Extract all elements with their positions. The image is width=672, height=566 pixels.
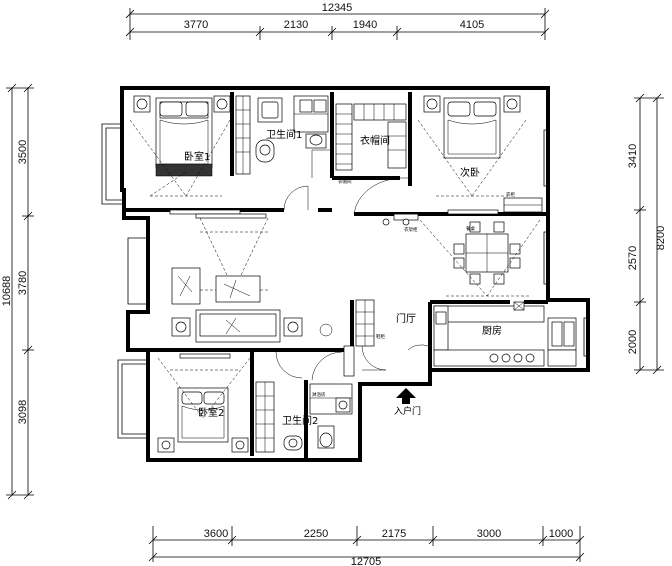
dim-right-total: 8200 (655, 226, 667, 250)
entrance-label: 入户门 (394, 405, 421, 417)
dim-right-seg-2: 2570 (627, 246, 639, 270)
room-label-foyer: 门厅 (396, 312, 416, 325)
dim-bottom-seg-5: 1000 (549, 528, 573, 540)
closet: 衣帽间 衣帽间 (335, 103, 410, 215)
bedroom-1: 卧室1 (129, 95, 241, 215)
entrance-arrow-icon (396, 388, 416, 404)
living-room: 衣架柜 餐桌 (171, 213, 541, 343)
foyer: 鞋柜 门厅 (343, 299, 429, 377)
room-label-bathroom-2: 卫生间2 (282, 414, 318, 427)
dim-top-seg-1: 3770 (184, 19, 208, 31)
bathroom-1: 卫生间1 (235, 95, 330, 211)
room-label-bedroom-1: 卧室1 (184, 150, 210, 163)
dimension-top: 12345 3770 2130 1940 4105 (125, 2, 550, 40)
dimension-bottom: 3600 2250 2175 3000 1000 12705 (148, 526, 585, 566)
closet-small-label: 衣帽间 (338, 178, 352, 185)
dim-bottom-seg-1: 3600 (204, 528, 228, 540)
bathroom-2: 淋浴房 卫生间2 (282, 351, 353, 451)
dim-bottom-seg-2: 2250 (304, 528, 328, 540)
walls (101, 86, 590, 462)
bedroom-2: 卧室2 (157, 351, 303, 453)
dim-top-total: 12345 (322, 2, 353, 14)
bathroom-2-small-label: 淋浴房 (312, 391, 326, 398)
room-label-bedroom-2: 卧室2 (198, 406, 224, 419)
dim-bottom-seg-4: 3000 (477, 528, 501, 540)
room-label-second-bedroom: 次卧 (460, 166, 480, 179)
dimension-left: 10688 3500 3780 3098 (1, 83, 34, 500)
room-label-kitchen: 厨房 (482, 324, 502, 337)
kitchen: 厨房 (433, 301, 577, 367)
dim-top-seg-2: 2130 (284, 19, 308, 31)
foyer-cabinet-label: 鞋柜 (376, 333, 385, 340)
dim-left-seg-3: 3098 (17, 400, 29, 424)
second-bedroom: 衣柜 次卧 (417, 95, 543, 215)
dimension-right: 3410 2570 2000 8200 (627, 93, 667, 375)
room-label-closet: 衣帽间 (360, 134, 390, 147)
shoe-cabinet-label: 衣架柜 (404, 226, 418, 233)
dim-right-seg-3: 2000 (627, 330, 639, 354)
dim-left-total: 10688 (1, 276, 13, 307)
dim-top-seg-4: 4105 (460, 19, 484, 31)
dim-left-seg-2: 3780 (17, 271, 29, 295)
dim-top-seg-3: 1940 (353, 19, 377, 31)
dim-bottom-seg-3: 2175 (382, 528, 406, 540)
wardrobe-small-label: 衣柜 (506, 191, 515, 198)
dining-small-label: 餐桌 (466, 225, 475, 232)
dim-left-seg-1: 3500 (17, 140, 29, 164)
dim-bottom-total: 12705 (351, 556, 382, 566)
entrance: 入户门 (394, 388, 421, 417)
room-label-bathroom-1: 卫生间1 (266, 128, 302, 141)
dim-right-seg-1: 3410 (627, 144, 639, 168)
